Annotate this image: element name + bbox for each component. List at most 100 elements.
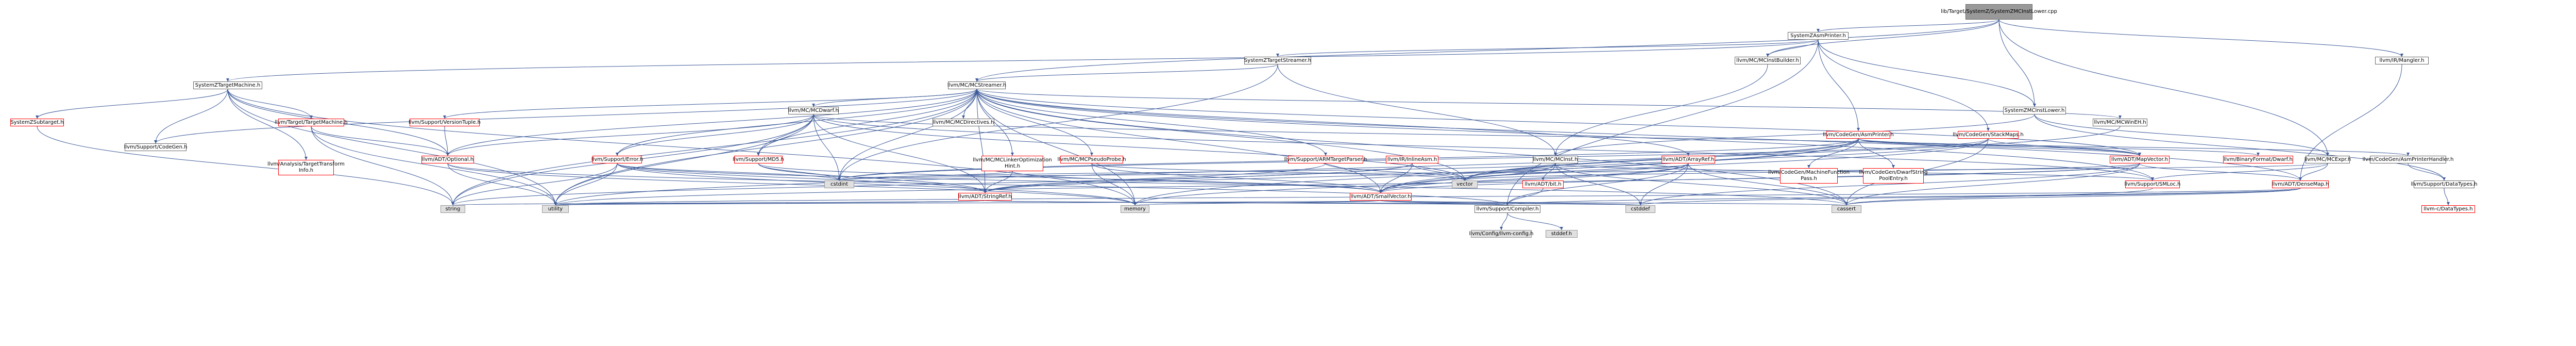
node-stackmaps[interactable]: llvm/CodeGen/StackMaps.h — [1953, 131, 2024, 139]
node-stringref[interactable]: llvm/ADT/StringRef.h — [958, 193, 1012, 201]
edge-target-machine-to-utility — [311, 126, 557, 206]
node-target-streamer[interactable]: SystemZTargetStreamer.h — [1244, 57, 1311, 64]
edge-densemap-to-cassert — [1845, 188, 2301, 206]
edge-mcstreamer-to-version-tuple — [443, 89, 977, 119]
node-linker-opt[interactable]: llvm/MC/MCLinkerOptimization Hint.h — [973, 156, 1052, 171]
edge-compiler-to-config — [1500, 212, 1508, 230]
edge-mcdwarf-to-optional — [446, 114, 814, 156]
node-mapvector[interactable]: llvm/ADT/MapVector.h — [2110, 156, 2170, 163]
edge-arrayref-to-smallvector — [1379, 163, 1689, 193]
node-target-machine-sz[interactable]: SystemZTargetMachine.h — [193, 81, 262, 89]
node-support-codegen[interactable]: llvm/Support/CodeGen.h — [124, 143, 187, 151]
edge-root-to-asmprinter — [1817, 19, 1999, 32]
edge-mcstreamer-to-mapvector — [976, 89, 2141, 156]
edge-asmprinter-to-codegen-asmprinter — [1818, 39, 1860, 131]
edge-mcstreamer-to-memory — [976, 89, 1137, 206]
edge-mcstreamer-to-densemap — [976, 89, 2302, 181]
node-smlloc[interactable]: llvm/Support/SMLoc.h — [2125, 180, 2181, 188]
edge-target-machine-sz-to-utility — [227, 89, 557, 206]
edge-mcstreamer-to-pseudoprobe — [976, 89, 1093, 156]
edge-compiler-to-stddef — [1507, 212, 1563, 230]
edge-smallvector-to-utility — [555, 200, 1381, 206]
node-mcdirectives[interactable]: llvm/MC/MCDirectives.h — [933, 119, 994, 126]
node-analysis-tti[interactable]: llvm/Analysis/TargetTransform Info.h — [267, 160, 345, 175]
edge-mcinstbuilder-to-mcinst — [1554, 64, 1768, 156]
node-data-types[interactable]: llvm/Support/DataTypes.h — [2411, 180, 2478, 188]
node-smallvector[interactable]: llvm/ADT/SmallVector.h — [1350, 193, 1412, 201]
node-densemap[interactable]: llvm/ADT/DenseMap.h — [2272, 180, 2329, 188]
node-mcinstbuilder[interactable]: llvm/MC/MCInstBuilder.h — [1735, 57, 1801, 64]
node-arrayref[interactable]: llvm/ADT/ArrayRef.h — [1662, 156, 1715, 163]
edge-error-to-memory — [617, 163, 1137, 206]
edge-arrayref-to-compiler — [1506, 163, 1689, 206]
edge-mcdwarf-to-error — [616, 114, 814, 156]
node-optional[interactable]: llvm/ADT/Optional.h — [421, 156, 474, 163]
node-vector: vector — [1452, 180, 1478, 188]
node-memory: memory — [1121, 205, 1149, 213]
edge-stackmaps-to-smallvector — [1379, 138, 1989, 193]
node-subtarget[interactable]: SystemZSubtarget.h — [10, 119, 64, 126]
edge-densemap-to-utility — [554, 188, 2301, 206]
node-error[interactable]: llvm/Support/Error.h — [591, 156, 643, 163]
edge-error-to-cstdint — [617, 163, 841, 181]
edge-target-machine-sz-to-analysis-tti — [227, 89, 308, 160]
node-arm-parser[interactable]: llvm/Support/ARMTargetParser.h — [1284, 156, 1367, 163]
node-mcexpr[interactable]: llvm/MC/MCExpr.h — [2304, 156, 2351, 163]
node-md5[interactable]: llvm/Support/MD5.h — [733, 156, 784, 163]
node-mcdwarf[interactable]: llvm/MC/MCDwarf.h — [788, 107, 839, 114]
edge-mcdwarf-to-cstdint — [813, 114, 841, 181]
node-c-data-types[interactable]: llvm-c/DataTypes.h — [2421, 205, 2475, 213]
edge-error-to-utility — [554, 163, 618, 206]
node-mangler[interactable]: llvm/IR/Mangler.h — [2375, 57, 2429, 64]
node-mcstreamer[interactable]: llvm/MC/MCStreamer.h — [947, 81, 1006, 89]
edge-asmprinter-to-target-streamer — [1276, 39, 1819, 57]
edge-mcdwarf-to-smlloc — [813, 114, 2154, 181]
edge-asmprinter-to-mcinstbuilder — [1766, 39, 1819, 57]
edge-mcstreamer-to-md5 — [757, 89, 977, 156]
node-mcinst[interactable]: llvm/MC/MCInst.h — [1533, 156, 1578, 163]
node-inline-asm[interactable]: llvm/IR/InlineAsm.h — [1386, 156, 1438, 163]
edge-arrayref-to-cassert — [1688, 163, 1848, 206]
node-compiler[interactable]: llvm/Support/Compiler.h — [1475, 205, 1540, 213]
edge-optional-to-utility — [447, 163, 557, 206]
node-mcwinceh[interactable]: llvm/MC/MCWinEH.h — [2093, 119, 2147, 126]
node-target-machine[interactable]: llvm/Target/TargetMachine.h — [275, 119, 348, 126]
node-asmprinter-handler[interactable]: llvm/CodeGen/AsmPrinterHandler.h — [2363, 156, 2453, 163]
edge-arm-parser-to-vector — [1325, 163, 1466, 181]
edge-target-machine-sz-to-memory — [227, 89, 1137, 206]
edge-mcstreamer-to-cstdint — [838, 89, 977, 181]
edge-target-machine-sz-to-support-codegen — [154, 89, 228, 144]
edge-mangler-to-densemap — [2299, 64, 2402, 181]
edge-mcexpr-to-cstdint — [838, 163, 2328, 181]
edge-smallvector-to-memory — [1133, 200, 1381, 206]
node-pseudoprobe[interactable]: llvm/MC/MCPseudoProbe.h — [1057, 156, 1126, 163]
edge-mcstreamer-to-utility — [554, 89, 977, 206]
edge-mcstreamer-to-smlloc — [976, 89, 2154, 181]
node-config: llvm/Config/llvm-config.h — [1469, 230, 1534, 238]
node-asmprinter[interactable]: SystemZAsmPrinter.h — [1788, 32, 1849, 40]
edge-mcinst-to-stringref — [984, 163, 1556, 193]
node-machine-function-pass[interactable]: llvm/CodeGen/MachineFunction Pass.h — [1768, 168, 1850, 184]
edge-optional-to-compiler — [447, 163, 1509, 206]
edge-inline-asm-to-string — [451, 163, 1413, 206]
edge-pseudoprobe-to-memory — [1091, 163, 1137, 206]
node-bit[interactable]: llvm/ADT/bit.h — [1522, 180, 1564, 188]
node-binary-format-dwarf[interactable]: llvm/BinaryFormat/Dwarf.h — [2223, 156, 2293, 163]
edge-target-machine-sz-to-target-machine — [227, 89, 313, 119]
edge-stringref-to-utility — [554, 200, 986, 206]
node-version-tuple[interactable]: llvm/Support/VersionTuple.h — [409, 119, 481, 126]
node-dwarf-string-pool[interactable]: llvm/CodeGen/DwarfString PoolEntry.h — [1859, 168, 1928, 184]
node-mcinstlower[interactable]: SystemZMCInstLower.h — [2003, 107, 2066, 114]
edge-error-to-stringref — [617, 163, 987, 193]
edge-mcinst-to-smlloc — [1555, 163, 2154, 181]
edge-mcstreamer-to-error — [616, 89, 977, 156]
edge-mcexpr-to-smlloc — [2151, 163, 2328, 181]
edge-version-tuple-to-optional — [444, 126, 449, 156]
edge-mcdwarf-to-mapvector — [813, 114, 2141, 156]
edge-codegen-asmprinter-to-dwarf-string-pool — [1858, 138, 1895, 169]
edge-target-streamer-to-cstdint — [838, 64, 1278, 181]
node-codegen-asmprinter[interactable]: llvm/CodeGen/AsmPrinter.h — [1823, 131, 1894, 139]
node-cstdint: cstdint — [824, 180, 854, 188]
edge-densemap-to-compiler — [1506, 188, 2301, 206]
edge-root-to-mcinstlower — [1998, 19, 2036, 107]
